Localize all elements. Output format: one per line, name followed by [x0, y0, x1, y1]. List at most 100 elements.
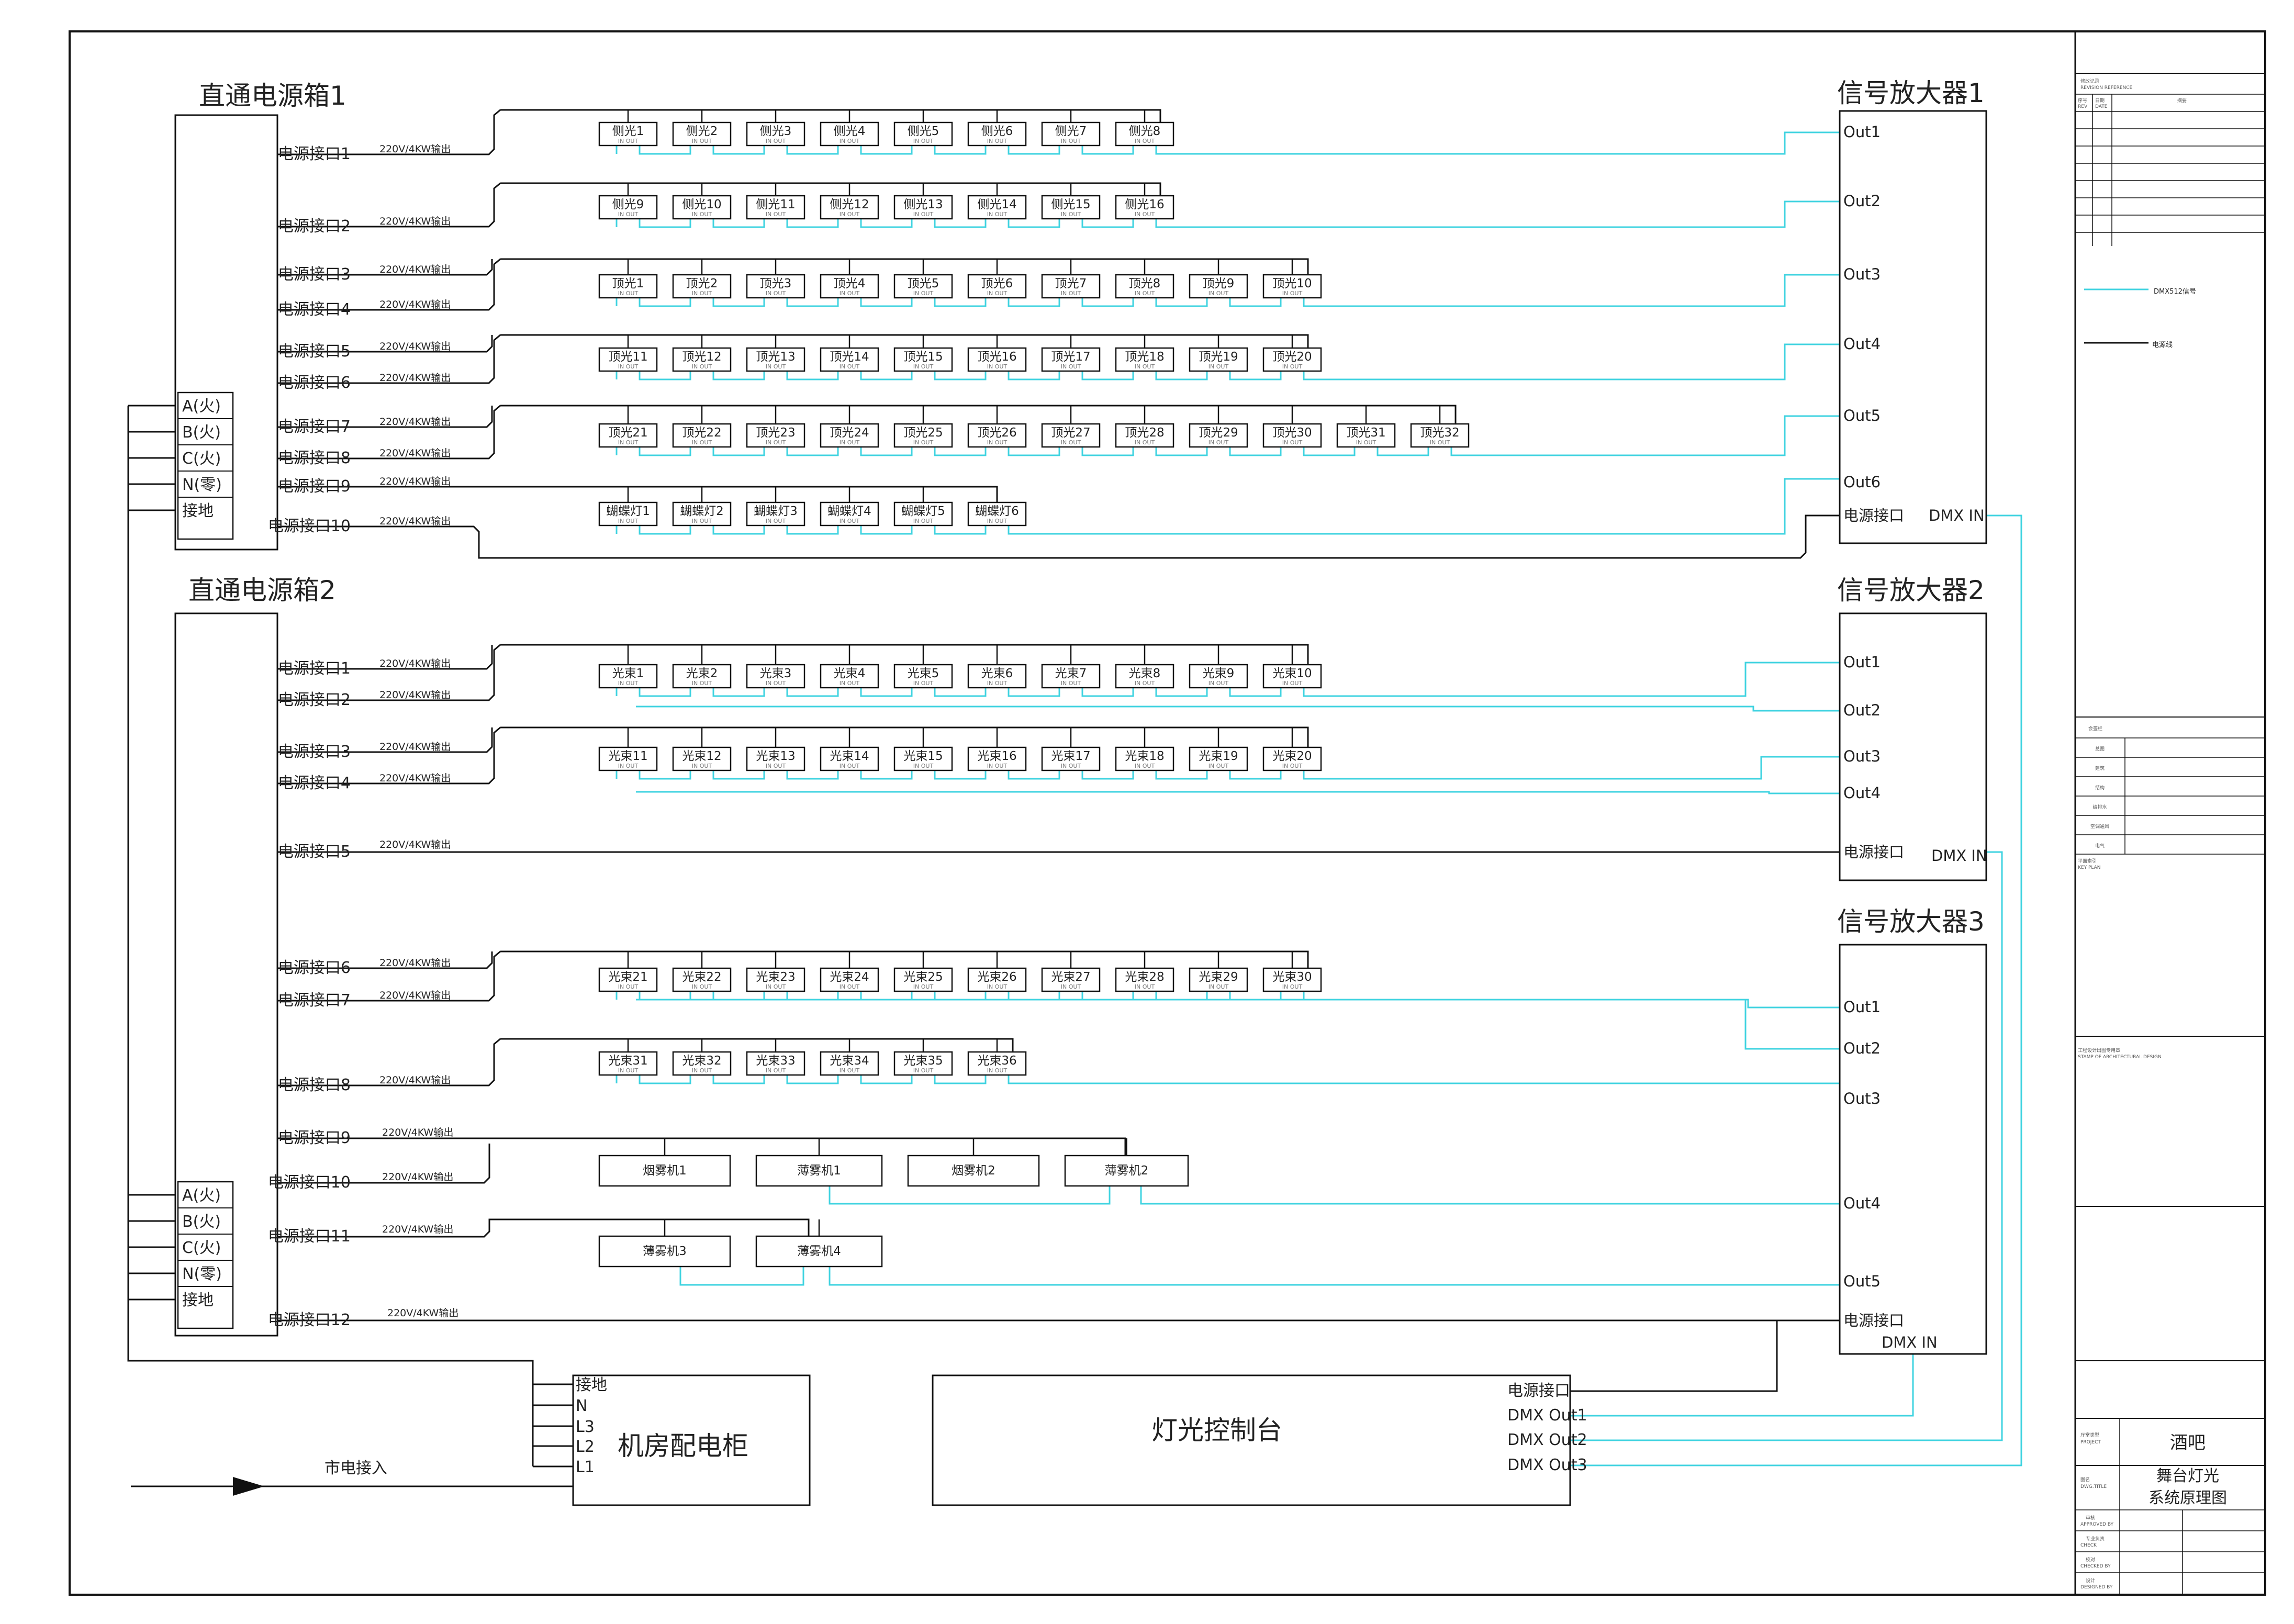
fixture-row7 [1189, 664, 1248, 689]
fixture-label: 光束5 [908, 667, 939, 680]
fixture-port-label: IN OUT [766, 439, 786, 446]
fixture-label: 光束22 [682, 970, 721, 984]
fixture-label: 侧光6 [981, 125, 1013, 138]
fixture-port-label: IN OUT [1061, 983, 1081, 990]
fixture-row10 [598, 1051, 658, 1076]
fixture-label: 光束23 [756, 970, 795, 984]
drawing-title-line1: 舞台灯光 [2156, 1467, 2219, 1485]
feeder-wire [277, 486, 998, 502]
dmx-feed [1450, 415, 1840, 456]
cabinet-terminal-label: 接地 [576, 1376, 607, 1394]
fixture-label: 顶光29 [1199, 426, 1238, 440]
fixture-row7 [820, 664, 879, 689]
dmx-link [786, 991, 839, 1001]
amp3-out-label: Out5 [1843, 1272, 1881, 1290]
fixture-port-label: IN OUT [766, 211, 786, 218]
output-rating-label: 220V/4KW输出 [379, 264, 451, 275]
cabinet-terminal-label: L2 [576, 1438, 595, 1456]
fixture-row5 [672, 423, 732, 448]
fixture-port-label: IN OUT [1061, 138, 1081, 144]
output-rating-label: 220V/4KW输出 [379, 143, 451, 155]
fixture-label: 光束36 [977, 1054, 1016, 1068]
fixture-row3 [967, 274, 1027, 299]
output-rating-label: 220V/4KW输出 [379, 372, 451, 384]
dmx-link [934, 447, 987, 456]
fixture-row7 [598, 664, 658, 689]
fixture-label: 顶光5 [908, 277, 939, 290]
role-label: 校对 [2086, 1556, 2095, 1563]
fixture-row5 [1336, 423, 1396, 448]
dmx-link [934, 219, 987, 228]
rev-col: 摘要 [2177, 97, 2187, 104]
fixture-port-label: IN OUT [1135, 983, 1155, 990]
box2-port-label: 电源接口10 [268, 1173, 351, 1192]
power-bus [500, 1038, 1014, 1052]
fixture-port-label: IN OUT [840, 983, 860, 990]
fixture-row8 [1115, 746, 1174, 771]
box1-port-label: 电源接口1 [278, 145, 351, 163]
dmx-link [639, 447, 691, 456]
fixture-port-label: IN OUT [766, 1067, 786, 1074]
fixture-port-label: IN OUT [913, 290, 934, 297]
dmx-console-out2 [1570, 851, 2003, 1441]
fixture-label: 蝴蝶灯4 [827, 505, 871, 518]
dmx-link [1008, 991, 1060, 1001]
output-rating-label: 220V/4KW输出 [379, 990, 451, 1001]
fixture-row4 [967, 347, 1027, 372]
dmx-link [786, 688, 839, 697]
fixture-port-label: IN OUT [1135, 211, 1155, 218]
fixture-label: 光束31 [608, 1054, 647, 1068]
fixture-label: 顶光4 [834, 277, 866, 290]
output-rating-label: 220V/4KW输出 [379, 476, 451, 487]
fixture-label: 侧光4 [834, 125, 866, 138]
discipline-label: 总图 [2095, 746, 2105, 752]
fixture-label: 光束18 [1125, 749, 1164, 763]
role-label: 专业负责 [2086, 1536, 2105, 1542]
fixture-label: 光束2 [686, 667, 718, 680]
output-rating-label: 220V/4KW输出 [387, 1307, 458, 1319]
fixture-port-label: IN OUT [1282, 983, 1303, 990]
dmx-link [934, 1075, 987, 1084]
fixture-label: 光束32 [682, 1054, 721, 1068]
output-rating-label: 220V/4KW输出 [379, 516, 451, 527]
fixture-label: 光束7 [1055, 667, 1087, 680]
fixture-port-label: IN OUT [1061, 211, 1081, 218]
dmx-feed [1303, 756, 1840, 780]
fixture-port-label: IN OUT [618, 680, 639, 687]
dmx-link [639, 1075, 691, 1084]
dmx-link [1303, 447, 1356, 456]
phase-label: B(火) [182, 423, 221, 442]
fixture-row6 [746, 501, 805, 527]
amp2-title: 信号放大器2 [1837, 575, 1985, 606]
fixture-port-label: IN OUT [1135, 763, 1155, 769]
dmx-link [639, 525, 691, 535]
dmx-link [1008, 219, 1060, 228]
fixture-label: 侧光12 [830, 198, 869, 211]
fixture-label: 光束27 [1051, 970, 1090, 984]
fixture-row5 [746, 423, 805, 448]
amp3-out-label: Out3 [1843, 1090, 1881, 1107]
amp2-box [1839, 612, 1987, 881]
console-port-label: DMX Out1 [1507, 1406, 1587, 1425]
fixture-row9 [672, 967, 732, 992]
dmx-link [712, 298, 765, 307]
fixture-port-label: IN OUT [1061, 363, 1081, 370]
dmx-link [860, 219, 913, 228]
amp1-out-label: Out6 [1843, 473, 1881, 491]
fixture-row6 [893, 501, 953, 527]
fixture-label: 顶光20 [1272, 350, 1312, 364]
fixture-port-label: IN OUT [692, 211, 712, 218]
role-label-en: CHECK [2080, 1543, 2097, 1548]
role-label-en: APPROVED BY [2080, 1522, 2114, 1527]
fixture-row2 [672, 195, 732, 220]
legend-power-label: 电源线 [2152, 341, 2173, 349]
output-rating-label: 220V/4KW输出 [379, 216, 451, 227]
revision-title-en: REVISION REFERENCE [2080, 85, 2133, 91]
cabinet-terminal-label: N [576, 1397, 587, 1415]
dmx-link [1081, 371, 1134, 380]
phase-label: C(火) [182, 1239, 221, 1257]
rev-col-en: REV [2078, 104, 2088, 109]
fixture-port-label: IN OUT [1208, 290, 1229, 297]
